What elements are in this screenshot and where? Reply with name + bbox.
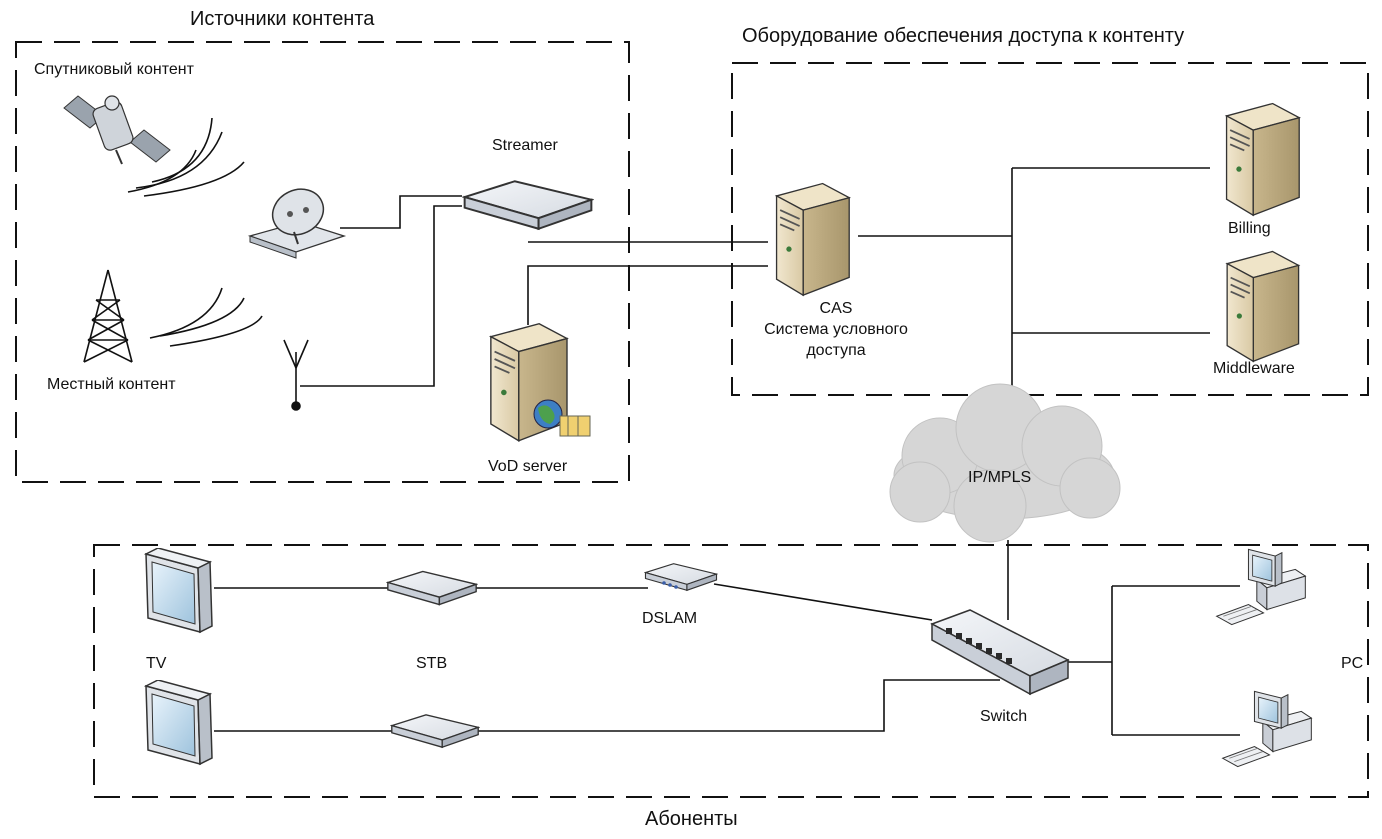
sources-group-title: Источники контента [190, 8, 375, 30]
billing-server-icon [1225, 102, 1301, 217]
streamer-label: Streamer [492, 137, 558, 154]
tv-icon [145, 548, 213, 633]
vod-server-label: VoD server [488, 458, 568, 475]
subscribers-group-box [93, 544, 1369, 798]
middleware-label: Middleware [1213, 360, 1295, 377]
stb-label: STB [416, 655, 448, 672]
billing-label: Billing [1228, 220, 1271, 237]
stb-icon [386, 570, 478, 606]
local-content-label: Местный контент [47, 376, 176, 393]
satellite-signal-waves [127, 117, 245, 197]
pc-icon [1216, 548, 1306, 626]
switch-label: Switch [980, 708, 1028, 725]
vod-server-icon [489, 322, 591, 442]
cloud-label: IP/MPLS [968, 469, 1032, 486]
dslam-switch-link [713, 583, 933, 621]
dslam-label: DSLAM [642, 610, 698, 627]
dish-streamer-link [340, 195, 462, 229]
vod-cas-link [527, 265, 768, 325]
pc-label: PC [1341, 655, 1364, 672]
satellite-dish-icon [247, 188, 347, 259]
access-group-box [731, 62, 1369, 396]
access-group-title: Оборудование обеспечения доступа к конте… [742, 25, 1185, 47]
cas-label: CAS Система условного доступа [738, 298, 934, 361]
antenna-icon [283, 339, 309, 411]
radio-tower-icon [83, 269, 133, 363]
satellite-icon [63, 95, 171, 165]
stb2-switch-link [478, 679, 1000, 732]
connections [214, 167, 1240, 736]
pc-icon-2 [1222, 690, 1312, 768]
cas-label-line3: доступа [806, 342, 866, 359]
streamer-icon [463, 179, 593, 231]
tower-signal-waves [149, 287, 263, 347]
cloud-icon [889, 383, 1121, 543]
antenna-streamer-link [300, 205, 462, 387]
cas-label-line2: Система условного [764, 321, 908, 338]
middleware-server-icon [1226, 250, 1300, 363]
tv-label: TV [146, 655, 167, 672]
satellite-content-label: Спутниковый контент [34, 61, 194, 78]
dslam-icon [644, 563, 718, 591]
switch-icon [930, 609, 1070, 696]
tv-icon-2 [145, 680, 213, 765]
stb-icon-2 [390, 713, 480, 749]
sources-group-box [15, 41, 630, 483]
subscribers-group-title: Абоненты [645, 808, 738, 830]
cas-server-icon [775, 182, 851, 297]
cas-label-line1: CAS [819, 300, 853, 317]
